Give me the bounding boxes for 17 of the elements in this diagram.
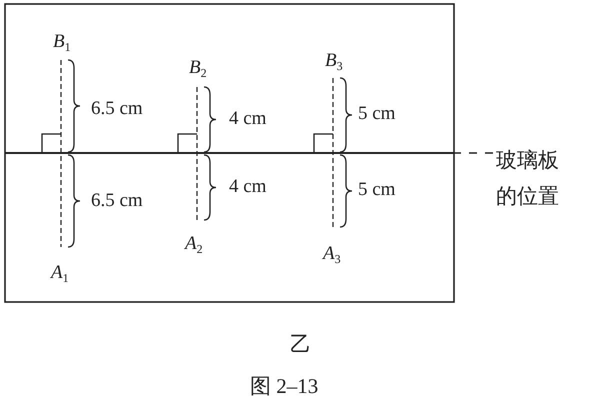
distance-label: 6.5 cm: [91, 191, 143, 210]
point-label: B$_{1}$: [53, 32, 71, 53]
distance-label: 4 cm: [229, 177, 266, 196]
point-label: B$_{2}$: [189, 58, 207, 79]
point-label: A$_{3}$: [323, 244, 341, 265]
point-label: B$_{3}$: [325, 51, 343, 72]
figure-label: 乙: [290, 334, 311, 355]
point-label: A$_{2}$: [185, 234, 203, 255]
callout-text: 玻璃板的位置: [496, 142, 566, 214]
figure-caption: 图 2–13: [250, 376, 318, 397]
distance-label: 5 cm: [358, 180, 396, 199]
glass-plate-line: [5, 152, 454, 154]
distance-label: 4 cm: [229, 109, 266, 128]
distance-label: 5 cm: [358, 104, 396, 123]
distance-label: 6.5 cm: [91, 99, 143, 118]
point-label: A$_{1}$: [51, 263, 69, 284]
leader-line: [454, 152, 493, 154]
